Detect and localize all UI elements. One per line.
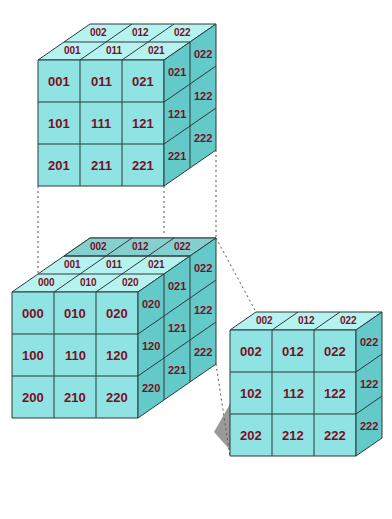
cell-label: 022 <box>360 337 378 348</box>
cell-label: 021 <box>148 46 165 56</box>
cell-label: 222 <box>360 421 378 432</box>
cell-label: 212 <box>282 429 304 442</box>
cell-label: 011 <box>106 260 122 270</box>
cell-label: 010 <box>80 278 97 288</box>
cell-label: 221 <box>168 365 186 376</box>
cell-label: 012 <box>132 242 149 252</box>
cell-label: 022 <box>324 345 346 358</box>
cell-label: 021 <box>148 260 165 270</box>
cell-label: 120 <box>106 349 128 362</box>
cell-label: 222 <box>324 429 346 442</box>
cell-label: 210 <box>64 391 86 404</box>
cell-label: 002 <box>256 316 273 326</box>
cell-label: 022 <box>194 263 212 274</box>
cell-label: 221 <box>132 159 154 172</box>
cell-label: 002 <box>90 242 107 252</box>
cell-label: 222 <box>194 347 212 358</box>
cell-label: 022 <box>174 28 191 38</box>
cell-label: 221 <box>168 151 186 162</box>
cell-label: 001 <box>64 46 81 56</box>
cell-label: 012 <box>298 316 315 326</box>
cell-label: 021 <box>168 281 186 292</box>
cell-label: 022 <box>174 242 191 252</box>
cell-label: 000 <box>38 278 55 288</box>
cell-label: 220 <box>106 391 128 404</box>
cell-label: 110 <box>65 349 86 362</box>
upper-block <box>38 24 216 186</box>
shadow <box>214 404 230 450</box>
cell-label: 010 <box>64 307 86 320</box>
cell-label: 220 <box>142 383 160 394</box>
cell-label: 121 <box>168 109 186 120</box>
cell-label: 201 <box>48 159 70 172</box>
cell-label: 022 <box>194 49 212 60</box>
cell-label: 001 <box>64 260 81 270</box>
cell-label: 122 <box>194 91 212 102</box>
cell-label: 011 <box>91 75 112 88</box>
cell-label: 020 <box>142 299 160 310</box>
cell-label: 020 <box>106 307 128 320</box>
cell-label: 001 <box>48 75 70 88</box>
cell-label: 121 <box>132 117 154 130</box>
cell-label: 202 <box>240 429 262 442</box>
cell-label: 112 <box>283 387 304 400</box>
cell-label: 122 <box>360 379 378 390</box>
cell-label: 021 <box>132 75 154 88</box>
cell-label: 020 <box>122 278 139 288</box>
cell-label: 022 <box>340 316 357 326</box>
cell-label: 122 <box>324 387 346 400</box>
cell-label: 102 <box>240 387 262 400</box>
cell-label: 120 <box>142 341 160 352</box>
cell-label: 012 <box>282 345 304 358</box>
cell-label: 121 <box>168 323 186 334</box>
cell-label: 002 <box>240 345 262 358</box>
cell-label: 100 <box>22 349 44 362</box>
cell-label: 000 <box>22 307 44 320</box>
cell-label: 012 <box>132 28 149 38</box>
main-cube <box>12 238 216 418</box>
cell-label: 122 <box>194 305 212 316</box>
cell-label: 021 <box>168 67 186 78</box>
cell-label: 222 <box>194 133 212 144</box>
cell-label: 002 <box>90 28 107 38</box>
cell-label: 011 <box>106 46 122 56</box>
cell-label: 101 <box>48 117 70 130</box>
cell-label: 211 <box>91 159 112 172</box>
cell-label: 111 <box>91 117 111 130</box>
cell-label: 200 <box>22 391 44 404</box>
side-slab <box>230 312 382 456</box>
